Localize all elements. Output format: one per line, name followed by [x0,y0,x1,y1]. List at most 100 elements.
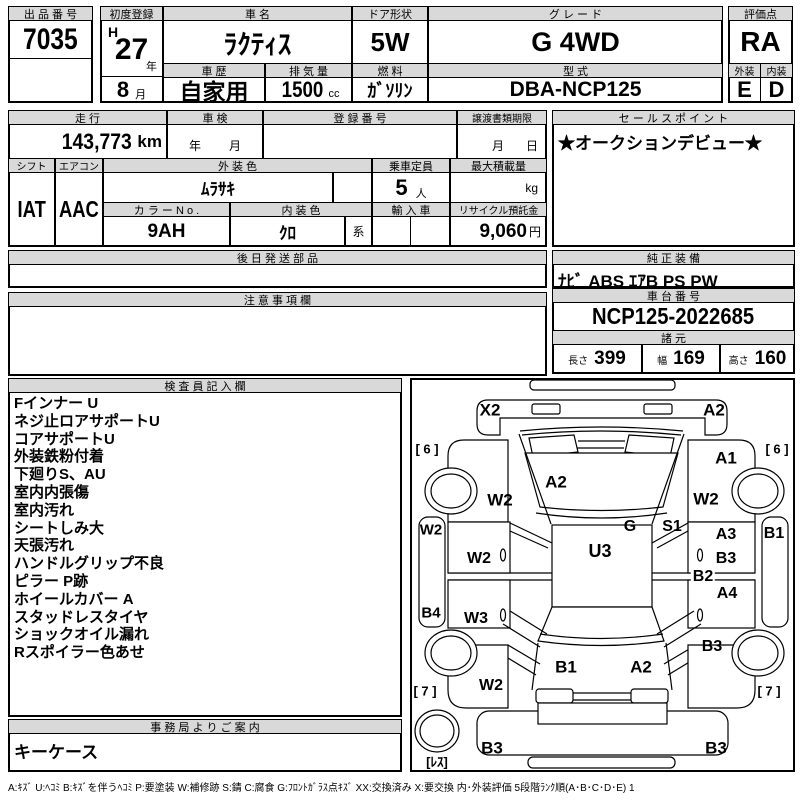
tread-rear-right: [ 7 ] [757,683,781,699]
shift-label: シフト [8,158,55,173]
spec-width-value: 169 [673,348,705,369]
inspector-item: Fインナー U [14,395,99,412]
recycle-value: 9,060 円 [450,216,547,247]
int-color-value: ｸﾛ [230,216,345,247]
inspector-list: Fインナー U ネジ止ロアサポートU コアサポートU 外装鉄粉付着 下廻りS、A… [14,395,164,662]
capacity-unit: 人 [415,187,427,200]
inspector-item: Rスポイラー色あせ [14,644,145,662]
exterior-label: 外装 [728,63,761,78]
office-value: キーケース [14,743,99,762]
year-unit: 年 [146,61,157,73]
tread-front-left: [ 6 ] [415,441,439,457]
capacity-label: 乗車定員 [372,158,450,173]
ext-color-label: 外 装 色 [103,158,372,173]
inspector-item: コアサポートU [14,430,115,448]
recycle-label: リサイクル預託金 [450,202,547,217]
inspector-label: 検 査 員 記 入 欄 [8,378,402,393]
sales-point-value: ★オークションデビュー★ [558,134,762,153]
shaken-label: 車 検 [167,110,263,125]
color-no-value: 9AH [103,216,230,247]
notes-label: 注 意 事 項 欄 [8,292,547,307]
ext-color-value: ﾑﾗｻｷ [103,172,333,203]
header-box [100,6,723,103]
car-diagram [414,379,789,769]
damage-front-panel-left: X2 [479,400,501,420]
spare-tire-label: [ﾚｽ] [426,754,448,770]
tread-rear-left: [ 7 ] [413,683,437,699]
damage-fender-fr: W2 [693,489,719,509]
sales-point-label: セ ー ル ス ポ イ ン ト [552,110,795,125]
car-name-label: 車 名 [163,6,352,21]
month-unit: 月 [135,88,147,101]
door-label: ドア形状 [352,6,428,21]
auction-no-label: 出 品 番 号 [8,6,93,21]
mileage-number: 143,773 [61,128,132,154]
damage-door-fr-lower: B3 [715,550,737,567]
tread-front-right: [ 6 ] [765,441,789,457]
damage-door-fl: W2 [467,550,491,567]
car-name-value: ﾗｸﾃｨｽ [163,20,352,64]
damage-pillar-right: S1 [662,518,682,535]
damage-sill-right: B1 [763,525,785,542]
displacement-number: 1500 [281,77,323,102]
shaken-year-unit: 年 [188,139,201,153]
recycle-unit: 円 [528,225,541,239]
spec-height: 高さ 160 [720,344,795,374]
door-value: 5W [352,20,428,64]
spec-height-value: 160 [754,348,787,369]
import-cell-2 [410,216,450,247]
transfer-day-unit: 日 [525,139,538,153]
inspector-item: ショックオイル漏れ [14,626,150,644]
spec-height-label: 高さ [728,355,749,367]
inspector-item: スタッドレスタイヤ [14,608,149,626]
aircon-label: エアコン [55,158,103,173]
displacement-label: 排 気 量 [265,63,352,78]
damage-windshield: G [623,518,637,535]
mileage-label: 走 行 [8,110,167,125]
shaken-value: 年 月 [167,124,263,159]
era-letter: H [108,24,119,40]
grade-label: グ レ ー ド [428,6,723,21]
transfer-label: 譲渡書類期限 [457,110,547,125]
ext-color-extra-cell [333,172,372,203]
displacement-value: 1500 cc [265,77,352,103]
reg-no-label: 登 録 番 号 [263,110,457,125]
color-no-label: カ ラ ー N o . [103,202,230,217]
fuel-value: ｶﾞｿﾘﾝ [352,77,428,103]
inspector-item: 外装鉄粉付着 [14,448,105,466]
capacity-value: 5 人 [372,172,450,203]
displacement-unit: cc [328,88,340,100]
inspector-item: 下廻りS、AU [14,466,106,484]
inspector-item: 室内内張傷 [14,483,90,501]
inspector-item: 天張汚れ [14,537,75,555]
damage-fender-fl: W2 [487,490,513,510]
inspector-item: ホイールカバー A [14,590,134,608]
model-label: 型 式 [428,63,723,78]
damage-sill-left-upper: W2 [419,521,443,539]
office-label: 事 務 局 よ り ご 案 内 [8,719,402,734]
specs-label: 諸 元 [552,330,795,345]
inspector-item: ピラー P跡 [14,572,89,590]
damage-hatch-left: B1 [555,657,577,677]
int-color-label: 内 装 色 [230,202,372,217]
grade-value: G 4WD [428,20,723,64]
transfer-value: 月 日 [457,124,547,159]
chassis-label: 車 台 番 号 [552,288,795,303]
import-cell-1 [372,216,411,247]
inspector-item: シートしみ大 [14,519,105,537]
transfer-month-unit: 月 [491,139,504,153]
interior-label: 内装 [760,63,793,78]
first-reg-label: 初度登録 [100,6,163,21]
first-reg-month-cell: 8 月 [100,76,163,103]
score-value: RA [728,20,793,64]
fuel-label: 燃 料 [352,63,428,78]
recycle-number: 9,060 [479,220,527,242]
inspector-item: ネジ止ロアサポートU [14,412,160,430]
first-reg-month: 8 [116,76,130,102]
damage-roof: U3 [588,541,612,561]
payload-label: 最大積載量 [450,158,547,173]
inspector-item: ハンドルグリップ不良 [14,555,165,573]
payload-unit: kg [525,180,538,195]
shift-value: IAT [8,172,55,247]
